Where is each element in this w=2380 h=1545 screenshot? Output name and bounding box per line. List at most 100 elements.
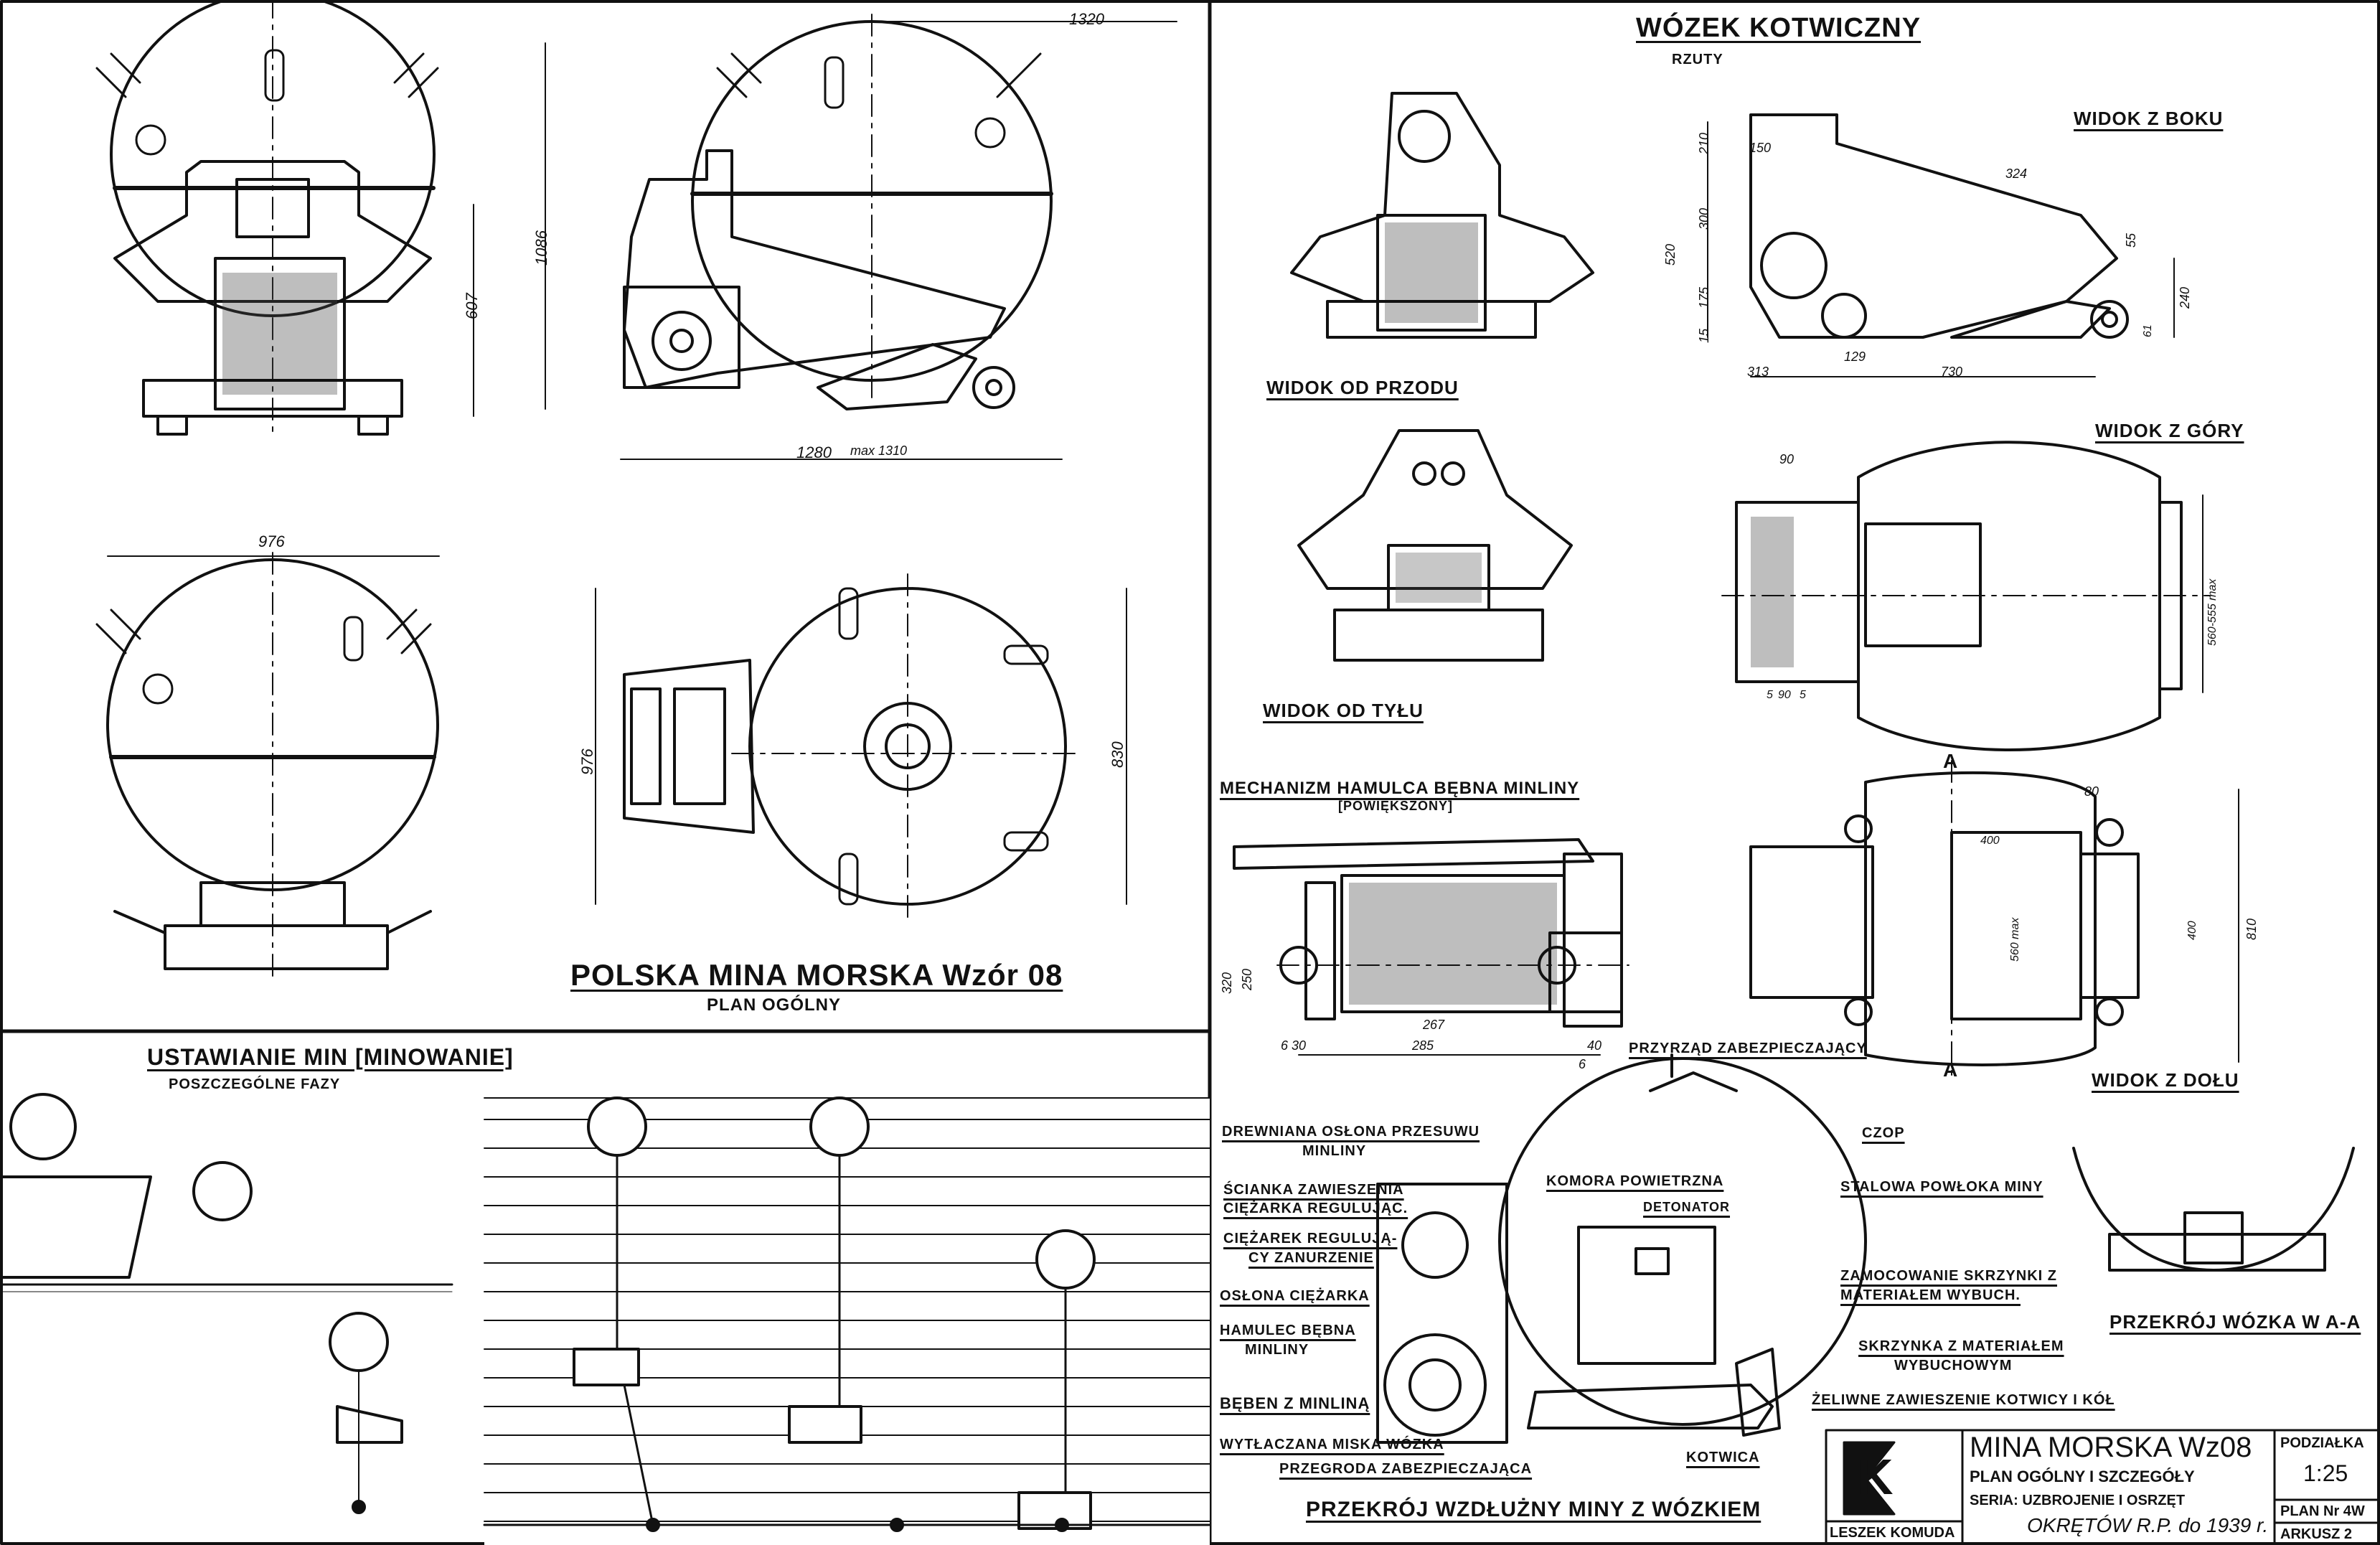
- laying-subtitle: POSZCZEGÓLNE FAZY: [169, 1076, 341, 1092]
- dim-6-b: 6: [1579, 1057, 1586, 1071]
- section-mark-a-top: A: [1943, 750, 1959, 772]
- laying-title: USTAWIANIE MIN [MINOWANIE]: [147, 1044, 514, 1070]
- main-subtitle: PLAN OGÓLNY: [707, 995, 842, 1015]
- dim-1280: 1280: [796, 443, 832, 461]
- laying-phases: [0, 1093, 1211, 1545]
- label-weight-wall-1: ŚCIANKA ZAWIESZENIA: [1223, 1182, 1404, 1198]
- logo-letter: K: [1857, 1449, 1894, 1505]
- brake-title: MECHANIZM HAMULCA BĘBNA MINLINY: [1220, 779, 1580, 798]
- dim-267: 267: [1423, 1018, 1445, 1032]
- dim-1086: 1086: [532, 230, 550, 266]
- section-aa-label: PRZEKRÓJ WÓZKA W A-A: [2109, 1311, 2361, 1333]
- label-wooden-cover-2: MINLINY: [1302, 1143, 1367, 1159]
- label-charge-box-2: WYBUCHOWYM: [1894, 1358, 2013, 1373]
- longitudinal-section-title: PRZEKRÓJ WZDŁUŻNY MINY Z WÓZKIEM: [1306, 1498, 1762, 1521]
- view-front-label: WIDOK OD PRZODU: [1266, 377, 1459, 398]
- dim-90: 90: [1779, 452, 1795, 466]
- dim-80: 80: [2084, 784, 2099, 799]
- label-drum-brake-2: MINLINY: [1245, 1342, 1309, 1358]
- label-air-chamber: KOMORA POWIETRZNA: [1546, 1173, 1724, 1189]
- dim-6-a: 6: [1281, 1038, 1289, 1053]
- label-detonator: DETONATOR: [1643, 1200, 1731, 1214]
- mine-top-view: [595, 573, 1127, 919]
- view-side-label: WIDOK Z BOKU: [2074, 108, 2224, 129]
- dim-150: 150: [1749, 141, 1772, 155]
- dim-320: 320: [1220, 972, 1234, 994]
- view-rear-label: WIDOK OD TYŁU: [1263, 700, 1424, 721]
- dim-810: 810: [2244, 918, 2259, 940]
- title-block-series2: OKRĘTÓW R.P. do 1939 r.: [2027, 1514, 2269, 1536]
- mine-front-view: [95, 0, 474, 438]
- longitudinal-section: [1376, 1053, 1867, 1444]
- dim-560-max: 560 max: [2009, 917, 2021, 962]
- dim-324: 324: [2005, 166, 2028, 181]
- dim-max-1310: max 1310: [850, 443, 908, 458]
- label-weight-2: CY ZANURZENIE: [1248, 1250, 1374, 1266]
- dim-560-555: 560-555 max: [2206, 578, 2219, 646]
- mine-side-view: [545, 14, 1177, 460]
- trolley-side-view: [1707, 113, 2175, 377]
- mine-rear-view: [95, 552, 440, 984]
- label-weight-1: CIĘŻAREK REGULUJĄ-: [1223, 1231, 1398, 1246]
- trolley-section-aa: [2072, 1147, 2355, 1272]
- dim-520: 520: [1663, 243, 1678, 266]
- trolley-subtitle: RZUTY: [1672, 52, 1723, 67]
- dim-313: 313: [1747, 365, 1769, 379]
- label-weight-wall-2: CIĘŻARKA REGULUJĄC.: [1223, 1201, 1408, 1216]
- trolley-top-view: [1721, 441, 2211, 751]
- dim-730: 730: [1941, 365, 1963, 379]
- section-mark-a-bottom: A: [1943, 1058, 1959, 1081]
- label-anchor-hitch: ŻELIWNE ZAWIESZENIE KOTWICY I KÓŁ: [1812, 1392, 2115, 1408]
- title-block-line2: PLAN OGÓLNY I SZCZEGÓŁY: [1970, 1467, 2195, 1485]
- label-weight-cover: OSŁONA CIĘŻARKA: [1220, 1288, 1370, 1304]
- trolley-rear-view: [1297, 429, 1573, 662]
- label-dish: WYTŁACZANA MISKA WÓZKA: [1220, 1437, 1444, 1452]
- title-block-frame: [1825, 1429, 2380, 1545]
- brake-mechanism: [1233, 838, 1629, 1056]
- trolley-front-view: [1290, 92, 1594, 339]
- sheet-number: ARKUSZ 2: [2280, 1526, 2353, 1542]
- title-block-series: SERIA: UZBROJENIE I OSRZĘT: [1970, 1493, 2186, 1508]
- dim-40: 40: [1587, 1038, 1602, 1053]
- label-charge-mount-1: ZAMOCOWANIE SKRZYNKI Z: [1840, 1268, 2057, 1284]
- author-name: LESZEK KOMUDA: [1830, 1525, 1955, 1541]
- dim-250: 250: [1240, 968, 1254, 990]
- dim-830: 830: [1109, 741, 1126, 768]
- label-bulkhead: PRZEGRODA ZABEZPIECZAJĄCA: [1279, 1461, 1533, 1477]
- label-wooden-cover-1: DREWNIANA OSŁONA PRZESUWU: [1222, 1124, 1480, 1140]
- view-top-label: WIDOK Z GÓRY: [2095, 420, 2244, 441]
- dim-300: 300: [1697, 207, 1711, 230]
- main-title: POLSKA MINA MORSKA Wzór 08: [570, 958, 1063, 992]
- dim-5-b: 5: [1800, 689, 1806, 701]
- plan-number: PLAN Nr 4W: [2280, 1503, 2365, 1519]
- trolley-title: WÓZEK KOTWICZNY: [1636, 13, 1922, 43]
- dim-55: 55: [2124, 233, 2138, 248]
- dim-15: 15: [1697, 328, 1711, 343]
- dim-5-a: 5: [1767, 689, 1773, 701]
- dim-175: 175: [1697, 286, 1711, 309]
- label-drum: BĘBEN Z MINLINĄ: [1220, 1394, 1370, 1412]
- label-charge-box-1: SKRZYNKA Z MATERIAŁEM: [1858, 1338, 2064, 1354]
- dim-976-b: 976: [578, 748, 596, 775]
- dim-61: 61: [2142, 324, 2154, 337]
- dim-1320: 1320: [1069, 10, 1104, 28]
- dim-607: 607: [463, 293, 481, 319]
- scale-label: PODZIAŁKA: [2280, 1435, 2364, 1451]
- dim-400-a: 400: [1980, 835, 2000, 847]
- dim-285: 285: [1412, 1038, 1434, 1053]
- label-drum-brake-1: HAMULEC BĘBNA: [1220, 1323, 1356, 1338]
- label-safety-device: PRZYRZĄD ZABEZPIECZAJĄCY: [1629, 1041, 1867, 1056]
- label-steel-shell: STALOWA POWŁOKA MINY: [1840, 1179, 2043, 1195]
- dim-400-b: 400: [2186, 921, 2198, 940]
- brake-subtitle: [POWIĘKSZONY]: [1338, 799, 1453, 813]
- label-charge-mount-2: MATERIAŁEM WYBUCH.: [1840, 1287, 2021, 1303]
- dim-976-a: 976: [258, 532, 285, 550]
- title-block-title: MINA MORSKA Wz08: [1970, 1432, 2252, 1463]
- label-anchor: KOTWICA: [1686, 1450, 1760, 1465]
- dim-30: 30: [1292, 1038, 1307, 1053]
- dim-210: 210: [1697, 132, 1711, 154]
- trolley-bottom-view: [1749, 760, 2239, 1077]
- scale-value: 1:25: [2303, 1460, 2348, 1486]
- view-bottom-label: WIDOK Z DOŁU: [2092, 1069, 2239, 1091]
